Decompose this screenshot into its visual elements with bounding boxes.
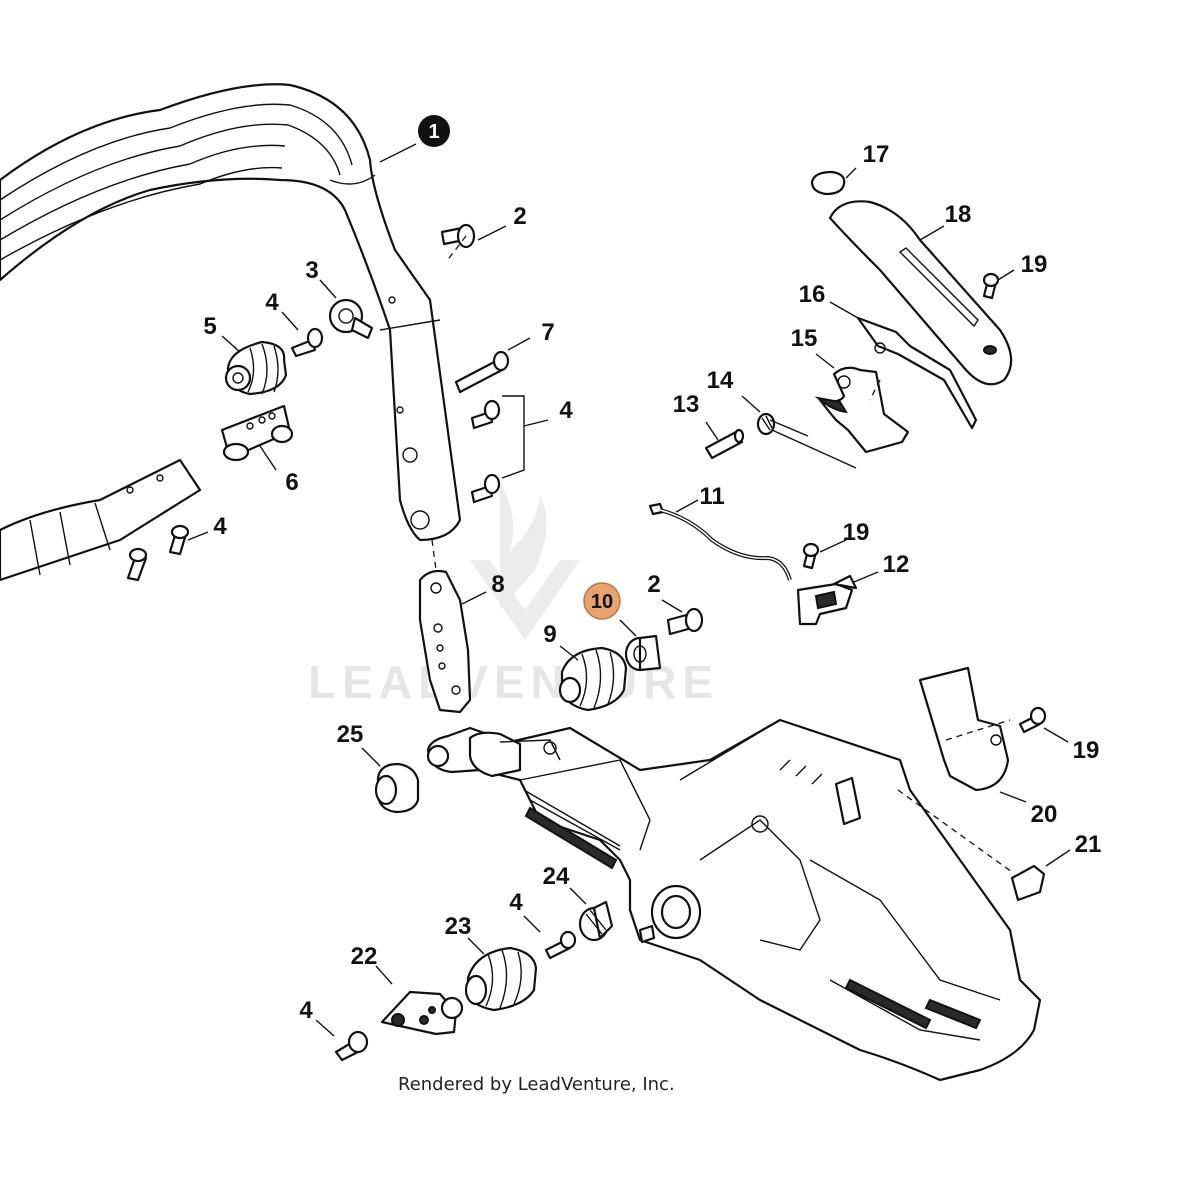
callout-19-right[interactable]: 19	[1073, 737, 1100, 764]
front-handle-bar	[0, 83, 462, 582]
callout-15[interactable]: 15	[791, 325, 818, 352]
cable-11	[648, 502, 792, 581]
callout-4-upper[interactable]: 4	[265, 289, 279, 316]
callout-4-left[interactable]: 4	[213, 513, 227, 540]
bracket-22	[380, 990, 464, 1036]
callout-24[interactable]: 24	[543, 863, 570, 890]
callout-4-mid[interactable]: 4	[509, 889, 523, 916]
callout-10-highlight[interactable]	[583, 582, 621, 620]
callout-19-top[interactable]: 19	[1021, 251, 1048, 278]
screw-4-upper	[290, 327, 324, 358]
leader-lines	[187, 143, 1071, 1037]
bushing-25	[374, 762, 420, 814]
callout-1-marker[interactable]	[418, 115, 450, 147]
callout-16[interactable]: 16	[799, 281, 826, 308]
screw-19-top	[982, 272, 1000, 300]
lever-16	[856, 316, 978, 430]
callout-3[interactable]: 3	[305, 257, 318, 284]
callout-5[interactable]: 5	[203, 313, 216, 340]
screw-7	[454, 350, 510, 394]
mount-6	[220, 404, 294, 462]
spring-9	[558, 646, 628, 712]
rear-handle-housing	[426, 718, 1042, 1082]
callout-4-bottom[interactable]: 4	[299, 997, 313, 1024]
screw-4-handle-b	[470, 473, 501, 504]
bushing-10	[624, 634, 662, 672]
bushing-24	[578, 900, 614, 942]
cover-18	[828, 200, 1013, 386]
callout-2-upper[interactable]: 2	[513, 203, 526, 230]
spring-5	[224, 340, 288, 396]
assembly-lines	[431, 235, 1013, 873]
callouts: 1 2 3 4 5 7 4 6 4 8 10 2 9 11 12 13 14 1…	[203, 115, 1101, 1024]
callout-21[interactable]: 21	[1075, 831, 1102, 858]
cap-17	[810, 170, 846, 196]
screw-4-handle-a	[470, 399, 501, 430]
callout-18[interactable]: 18	[945, 201, 972, 228]
footer-credit: Rendered by LeadVenture, Inc.	[398, 1074, 675, 1095]
bracket-8	[418, 569, 472, 714]
callout-20[interactable]: 20	[1031, 801, 1058, 828]
screw-4-bottom	[334, 1030, 369, 1062]
trigger-15	[814, 366, 910, 454]
part-3-bushing	[328, 298, 374, 340]
pin-13	[704, 428, 745, 460]
screw-4-left-b	[168, 524, 190, 556]
callout-22[interactable]: 22	[351, 943, 378, 970]
part-12-clip	[796, 574, 858, 626]
screw-2-lower	[666, 607, 704, 636]
callout-23[interactable]: 23	[445, 913, 472, 940]
callout-25[interactable]: 25	[337, 721, 364, 748]
screw-4-mid	[544, 930, 577, 960]
callout-8[interactable]: 8	[491, 571, 504, 598]
callout-11[interactable]: 11	[699, 483, 724, 510]
callout-6[interactable]: 6	[285, 469, 298, 496]
torsion-spring-14	[756, 412, 857, 469]
callout-7[interactable]: 7	[541, 319, 554, 346]
callout-2-lower[interactable]: 2	[647, 571, 660, 598]
screw-4-left-a	[126, 547, 148, 582]
callout-10[interactable]: 10	[591, 591, 613, 613]
callout-9[interactable]: 9	[543, 621, 556, 648]
plate-20	[918, 666, 1010, 792]
callout-14[interactable]: 14	[707, 367, 734, 394]
part-21-cover	[1010, 864, 1046, 902]
callout-17[interactable]: 17	[863, 141, 890, 168]
callout-19-mid[interactable]: 19	[843, 519, 870, 546]
callout-4-handle[interactable]: 4	[559, 397, 573, 424]
callout-12[interactable]: 12	[883, 551, 910, 578]
spring-23	[464, 946, 538, 1012]
callout-13[interactable]: 13	[673, 391, 700, 418]
screw-19-mid	[802, 542, 820, 570]
callout-1[interactable]: 1	[428, 121, 439, 143]
screw-2-upper	[440, 223, 476, 249]
screw-19-right	[1018, 706, 1047, 734]
